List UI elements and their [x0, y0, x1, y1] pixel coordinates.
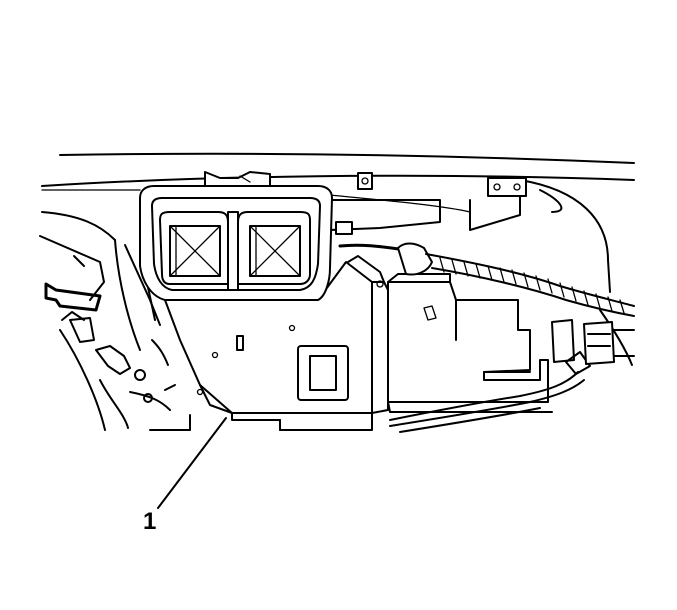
callout-label-1: 1 — [143, 508, 157, 535]
cowl-panel-lines — [41, 152, 635, 191]
instrument-panel-structure — [329, 179, 633, 366]
wiring-harness — [338, 242, 635, 433]
mounting-brackets — [204, 171, 527, 235]
control-module — [139, 185, 389, 431]
callout-leader-line — [157, 417, 227, 509]
left-body-panel — [39, 211, 191, 431]
mounting-block — [347, 255, 553, 413]
